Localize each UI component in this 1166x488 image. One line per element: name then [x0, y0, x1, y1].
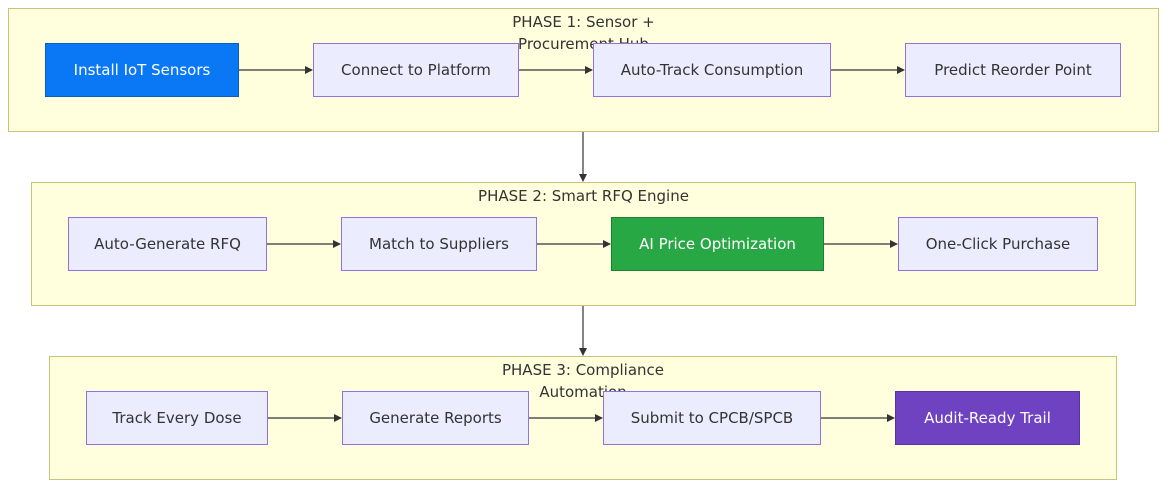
node-track-every-dose[interactable]: Track Every Dose	[86, 391, 268, 445]
node-predict-reorder-point[interactable]: Predict Reorder Point	[905, 43, 1121, 97]
node-auto-track-consumption[interactable]: Auto-Track Consumption	[593, 43, 831, 97]
phase-2-title: PHASE 2: Smart RFQ Engine	[478, 187, 689, 205]
node-audit-ready-trail[interactable]: Audit-Ready Trail	[895, 391, 1080, 445]
node-generate-reports[interactable]: Generate Reports	[342, 391, 529, 445]
node-one-click-purchase[interactable]: One-Click Purchase	[898, 217, 1098, 271]
phase-1-title: PHASE 1: Sensor + Procurement Hub	[512, 13, 655, 53]
node-ai-price-optimization[interactable]: AI Price Optimization	[611, 217, 824, 271]
node-install-iot-sensors[interactable]: Install IoT Sensors	[45, 43, 239, 97]
node-connect-to-platform[interactable]: Connect to Platform	[313, 43, 519, 97]
node-match-to-suppliers[interactable]: Match to Suppliers	[341, 217, 537, 271]
node-submit-to-cpcb-spcb[interactable]: Submit to CPCB/SPCB	[603, 391, 821, 445]
node-auto-generate-rfq[interactable]: Auto-Generate RFQ	[68, 217, 267, 271]
